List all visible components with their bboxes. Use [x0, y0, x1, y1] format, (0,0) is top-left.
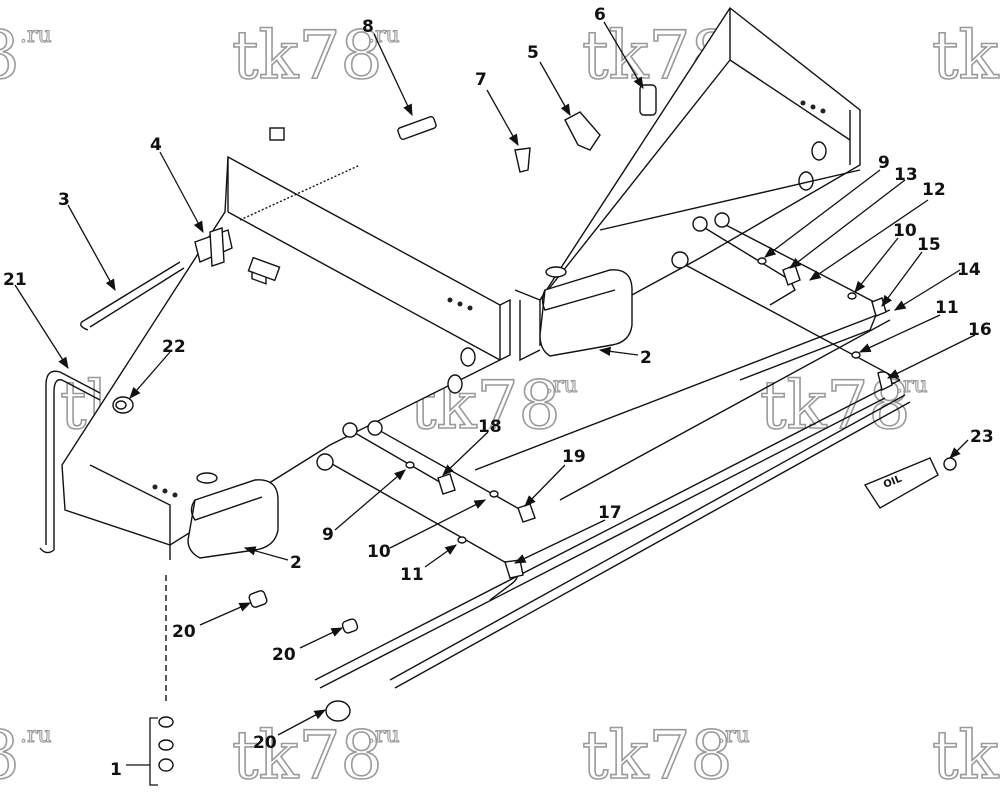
watermark-main: tk78	[582, 717, 733, 794]
left-frame-rail	[61, 127, 511, 560]
watermark-suffix: .ru	[20, 723, 52, 748]
callout-2: 2	[290, 553, 302, 573]
callout-17: 17	[598, 503, 622, 523]
callout-20: 20	[253, 733, 277, 753]
watermark-partial-top-left: 3	[0, 17, 20, 94]
callout-16: 16	[968, 320, 992, 340]
callout-labels: 1 2 2 3 4 5 6 7 8 9 9 10 10 11 11 12 13 …	[3, 5, 994, 780]
callout-20: 20	[272, 645, 296, 665]
callout-13: 13	[894, 165, 918, 185]
watermark-suffix: .ru	[718, 723, 750, 748]
callout-12: 12	[922, 180, 946, 200]
callout-18: 18	[478, 417, 502, 437]
watermark-main: tk78	[232, 717, 383, 794]
fittings: OIL	[112, 84, 957, 772]
watermark-suffix: .ru	[20, 23, 52, 48]
watermark-suffix: .ru	[368, 23, 400, 48]
callout-9: 9	[322, 525, 334, 545]
watermark-partial-bottom-left: 3	[0, 717, 20, 794]
callout-6: 6	[594, 5, 606, 25]
watermark-suffix: .ru	[896, 373, 928, 398]
callout-21: 21	[3, 270, 27, 290]
callout-15: 15	[917, 235, 941, 255]
callout-19: 19	[562, 447, 586, 467]
watermark-suffix: .ru	[368, 723, 400, 748]
leader-arrows	[14, 21, 976, 786]
callout-11: 11	[400, 565, 424, 585]
pump-block-left	[187, 479, 279, 559]
callout-1: 1	[110, 760, 122, 780]
callout-11: 11	[935, 298, 959, 318]
watermark-main: tk78	[932, 17, 1000, 94]
callout-10: 10	[367, 542, 391, 562]
watermark-main: tk78	[932, 717, 1000, 794]
callout-3: 3	[58, 190, 70, 210]
callout-2: 2	[640, 348, 652, 368]
callout-5: 5	[527, 43, 539, 63]
tubing-lines	[39, 164, 911, 705]
callout-4: 4	[150, 135, 162, 155]
callout-7: 7	[475, 70, 487, 90]
pump-block-right	[539, 269, 633, 357]
callout-8: 8	[362, 17, 374, 37]
callout-20: 20	[172, 622, 196, 642]
watermark-main: tk78	[232, 17, 383, 94]
callout-14: 14	[957, 260, 981, 280]
callout-23: 23	[970, 427, 994, 447]
callout-22: 22	[162, 337, 186, 357]
callout-10: 10	[893, 221, 917, 241]
watermark-suffix: .ru	[546, 373, 578, 398]
callout-9: 9	[878, 153, 890, 173]
